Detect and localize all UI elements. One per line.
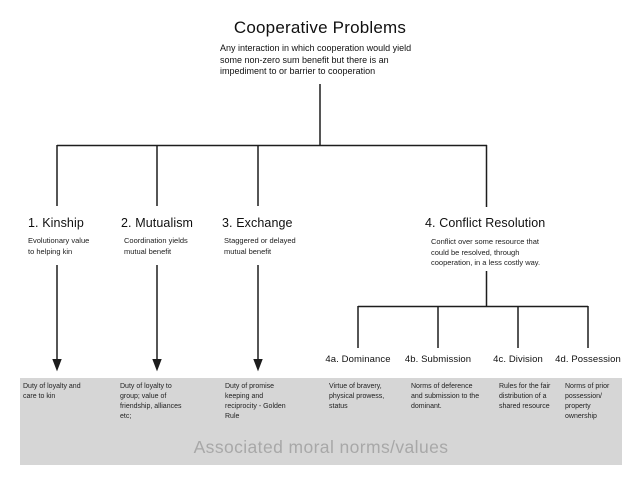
node-exchange-title: 3. Exchange: [222, 216, 293, 230]
norms-band-caption: Associated moral norms/values: [193, 437, 449, 457]
norm-dominance-text: Virtue of bravery, physical prowess, sta…: [329, 383, 385, 410]
norm-submission-text: Norms of deference and submission to the…: [411, 383, 480, 410]
page-title: Cooperative Problems: [233, 18, 407, 37]
subnode-dominance-label: 4a. Dominance: [325, 354, 391, 365]
node-kinship-title: 1. Kinship: [28, 216, 84, 230]
norms-band: [20, 378, 622, 465]
subnode-division-label: 4c. Division: [493, 354, 543, 365]
node-conflict-resolution-title: 4. Conflict Resolution: [425, 216, 546, 230]
exchange-arrowhead-icon: [253, 359, 263, 372]
node-kinship-description: Evolutionary value to helping kin: [28, 236, 90, 256]
mutualism-arrowhead-icon: [152, 359, 162, 372]
norm-division-text: Rules for the fair distribution of a sha…: [499, 383, 551, 410]
norm-mutualism-text: Duty of loyalty to group; value of frien…: [120, 383, 182, 420]
kinship-arrowhead-icon: [52, 359, 62, 372]
node-conflict-resolution-description: Conflict over some resource that could b…: [431, 237, 541, 267]
node-exchange-description: Staggered or delayed mutual benefit: [224, 236, 296, 256]
norm-kinship-text: Duty of loyalty and care to kin: [23, 383, 81, 400]
subnode-possession-label: 4d. Possession: [555, 354, 621, 365]
node-mutualism-title: 2. Mutualism: [121, 216, 194, 230]
norm-possession-text: Norms of prior possession/ property owne…: [565, 383, 610, 420]
root-definition-text: Any interaction in which cooperation wou…: [220, 43, 412, 76]
norm-exchange-text: Duty of promise keeping and reciprocity …: [225, 383, 286, 420]
subnode-submission-label: 4b. Submission: [404, 354, 472, 365]
node-mutualism-description: Coordination yields mutual benefit: [124, 236, 188, 256]
